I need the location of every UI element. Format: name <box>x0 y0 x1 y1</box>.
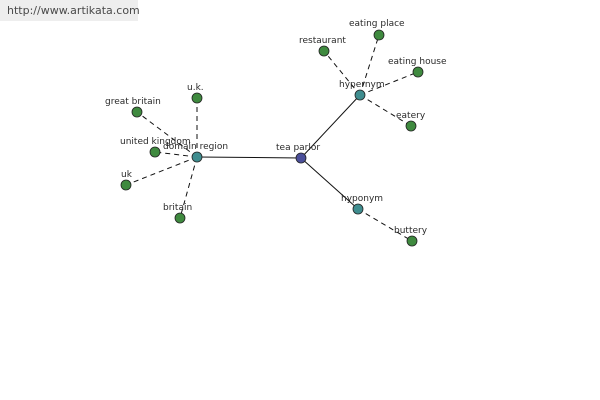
node-term-united-kingdom[interactable] <box>149 146 161 158</box>
label-term-uk: uk <box>121 170 133 180</box>
label-term-united-kingdom: united kingdom <box>120 137 191 147</box>
edge-hyponym-to-buttery <box>357 208 413 242</box>
node-term-eatery[interactable] <box>405 120 417 132</box>
label-relation-hyponym: hyponym <box>341 194 383 204</box>
edge-hypernym-to-restaurant <box>323 50 361 96</box>
edge-domain-region-to-great-britain <box>136 111 198 158</box>
node-term-great-britain[interactable] <box>131 106 143 118</box>
label-term-eatery: eatery <box>396 111 426 121</box>
label-term-buttery: buttery <box>394 226 428 236</box>
label-term-britain: britain <box>163 203 192 213</box>
node-term-britain[interactable] <box>174 212 186 224</box>
edge-root-to-domain-region <box>196 156 302 159</box>
edge-hypernym-to-eating-place <box>359 34 380 96</box>
edge-root-to-hypernym <box>300 94 361 159</box>
node-term-restaurant[interactable] <box>318 45 330 57</box>
label-term-eating-house: eating house <box>388 57 447 67</box>
node-term-buttery[interactable] <box>406 235 418 247</box>
edge-hypernym-to-eating-house <box>359 71 419 96</box>
watermark-url: http://www.artikata.com <box>0 0 140 21</box>
node-term-eating-place[interactable] <box>373 29 385 41</box>
label-relation-hypernym: hypernym <box>339 80 385 90</box>
node-term-eating-house[interactable] <box>412 66 424 78</box>
label-term-u-k: u.k. <box>187 83 204 93</box>
node-term-u-k[interactable] <box>191 92 203 104</box>
edge-domain-region-to-britain <box>179 156 198 219</box>
label-term-restaurant: restaurant <box>299 36 346 46</box>
label-term-great-britain: great britain <box>105 97 161 107</box>
node-relation-domain-region[interactable] <box>191 151 203 163</box>
edge-hypernym-to-eatery <box>359 94 412 127</box>
node-relation-hypernym[interactable] <box>354 89 366 101</box>
node-root-tea-parlor[interactable] <box>295 152 307 164</box>
label-term-eating-place: eating place <box>349 19 405 29</box>
edge-domain-region-to-uk <box>125 156 198 186</box>
edge-root-to-hyponym <box>300 157 359 210</box>
node-term-uk[interactable] <box>120 179 132 191</box>
node-relation-hyponym[interactable] <box>352 203 364 215</box>
edge-domain-region-to-united-kingdom <box>154 151 198 158</box>
label-root-tea-parlor: tea parlor <box>276 143 320 153</box>
label-relation-domain-region: domain region <box>163 142 228 152</box>
